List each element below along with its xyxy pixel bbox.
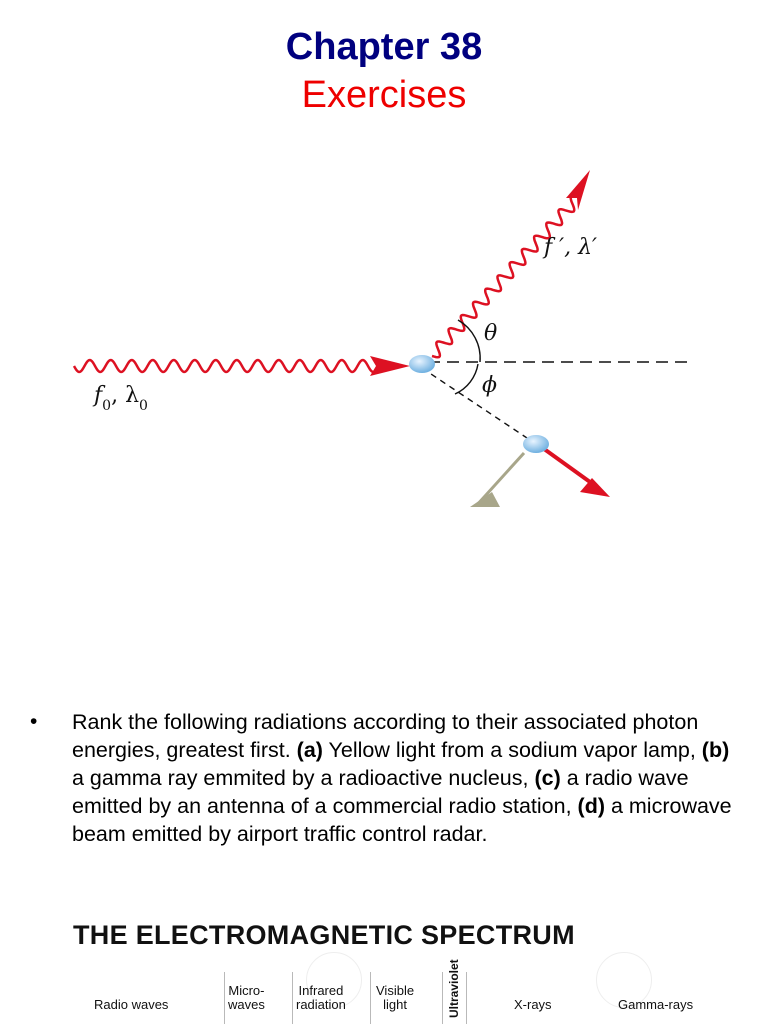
band-divider [442,972,443,1024]
electron-initial [409,355,435,373]
scattered-photon-wave [431,194,578,359]
band-microwaves: Micro-waves [228,983,265,1012]
incident-photon-wave [72,358,375,374]
electron-recoil-arrow-head [580,478,610,497]
watermark-circle [596,952,652,1008]
em-spectrum-panel: THE ELECTROMAGNETIC SPECTRUM Radio waves… [48,912,748,1024]
bullet-dot-icon: • [30,710,38,733]
spectrum-title: THE ELECTROMAGNETIC SPECTRUM [73,920,575,950]
band-gamma-rays: Gamma-rays [618,997,694,1012]
electron-recoiled [523,435,549,453]
chapter-title: Chapter 38 [285,26,483,68]
phi-arc [454,363,479,395]
incident-arrow-head [370,356,410,376]
band-divider [224,972,225,1024]
electron-path-dashed-line [421,367,531,441]
theta-arc [457,319,481,363]
band-x-rays: X-rays [514,997,552,1012]
scattered-arrow-head [566,170,590,210]
band-divider [292,972,293,1024]
momentum-vector-shaft [474,451,526,508]
theta-label: θ [484,321,497,346]
question-text: Rank the following radiations according … [72,710,732,846]
band-divider [370,972,371,1024]
band-radio-waves: Radio waves [94,997,169,1012]
incident-photon-label: f0, λ0 [92,383,148,414]
compton-scattering-diagram: θ ϕ f ′, λ′ f0, λ0 [72,170,692,508]
phi-label: ϕ [482,373,497,398]
question-bullet: • Rank the following radiations accordin… [30,708,740,848]
watermark-circle [306,952,362,1008]
exercises-subtitle: Exercises [301,74,467,116]
scattered-photon-label: f ′, λ′ [542,235,597,260]
band-divider [466,972,467,1024]
momentum-vector-head [470,492,500,507]
electron-recoil-arrow-shaft [538,444,592,484]
band-ultraviolet: Ultraviolet [447,959,461,1018]
